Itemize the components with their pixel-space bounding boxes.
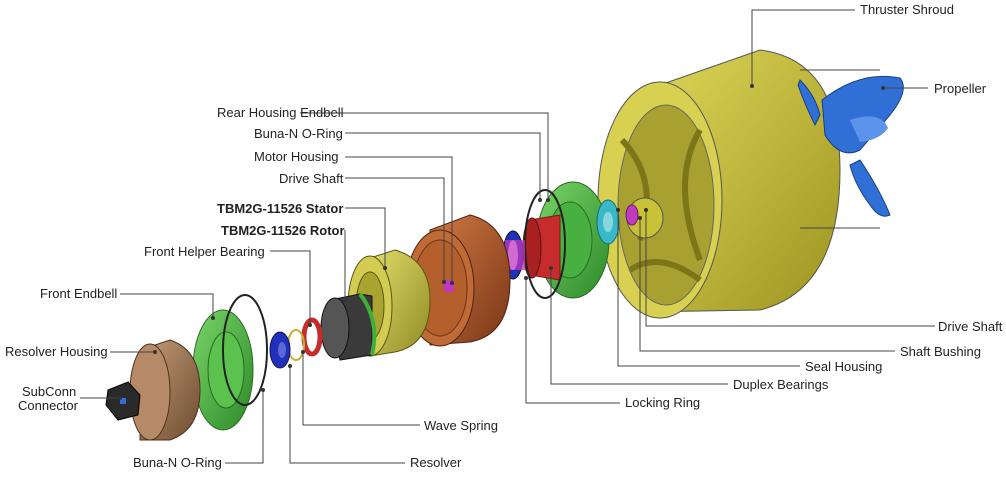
leader-drive-shaft-left [345, 177, 445, 282]
leader-wave-spring [302, 352, 420, 426]
leader-seal-housing [617, 210, 800, 367]
labels: Thruster Shroud Propeller Rear Housing E… [5, 2, 1003, 470]
label-duplex-bearings: Duplex Bearings [733, 377, 829, 392]
thruster-shroud-part [597, 49, 841, 319]
label-propeller: Propeller [934, 81, 987, 96]
label-wave-spring: Wave Spring [424, 418, 498, 433]
rotor-part [320, 292, 377, 361]
front-helper-bearing-part [301, 317, 323, 357]
rear-housing-endbell-part [522, 181, 610, 299]
resolver-housing-part [129, 339, 201, 441]
label-resolver-housing: Resolver Housing [5, 344, 108, 359]
label-drive-shaft-left: Drive Shaft [279, 171, 344, 186]
leader-stator [345, 207, 386, 268]
front-endbell-part [192, 294, 268, 431]
resolver-part [269, 331, 291, 369]
locking-ring-part [502, 230, 525, 280]
subconn-connector-part [105, 381, 141, 421]
leader-locking-ring [525, 278, 620, 404]
wave-spring-part [287, 329, 305, 361]
leader-front-endbell [120, 293, 214, 318]
leader-rear-endbell [300, 112, 549, 200]
label-front-helper-bearing: Front Helper Bearing [144, 244, 265, 259]
leader-helper-bearing [270, 250, 311, 325]
label-seal-housing: Seal Housing [805, 359, 882, 374]
label-subconn-line2: Connector [18, 398, 79, 413]
leader-thruster-shroud [751, 9, 855, 86]
label-thruster-shroud: Thruster Shroud [860, 2, 954, 17]
leader-shaft-bushing [639, 218, 895, 352]
leader-dots [118, 84, 885, 400]
propeller-part [797, 75, 904, 217]
leader-drive-shaft-right [645, 210, 935, 327]
label-locking-ring: Locking Ring [625, 395, 700, 410]
leader-motor-housing [345, 156, 453, 283]
label-drive-shaft-right: Drive Shaft [938, 319, 1003, 334]
label-stator: TBM2G-11526 Stator [217, 201, 343, 216]
leader-duplex-bearings [550, 268, 728, 385]
leader-resolver [289, 366, 405, 464]
seal-housing-part [596, 199, 639, 245]
leader-oring-rear [345, 132, 541, 200]
label-buna-n-oring-rear: Buna-N O-Ring [254, 126, 343, 141]
label-motor-housing: Motor Housing [254, 149, 339, 164]
leader-oring-front [225, 390, 264, 464]
label-subconn-line1: SubConn [22, 384, 76, 399]
label-buna-n-oring-front: Buna-N O-Ring [133, 455, 222, 470]
leader-lines [80, 9, 935, 464]
label-front-endbell: Front Endbell [40, 286, 117, 301]
label-rear-housing-endbell: Rear Housing Endbell [217, 105, 344, 120]
label-resolver: Resolver [410, 455, 462, 470]
label-rotor: TBM2G-11526 Rotor [221, 223, 345, 238]
label-shaft-bushing: Shaft Bushing [900, 344, 981, 359]
